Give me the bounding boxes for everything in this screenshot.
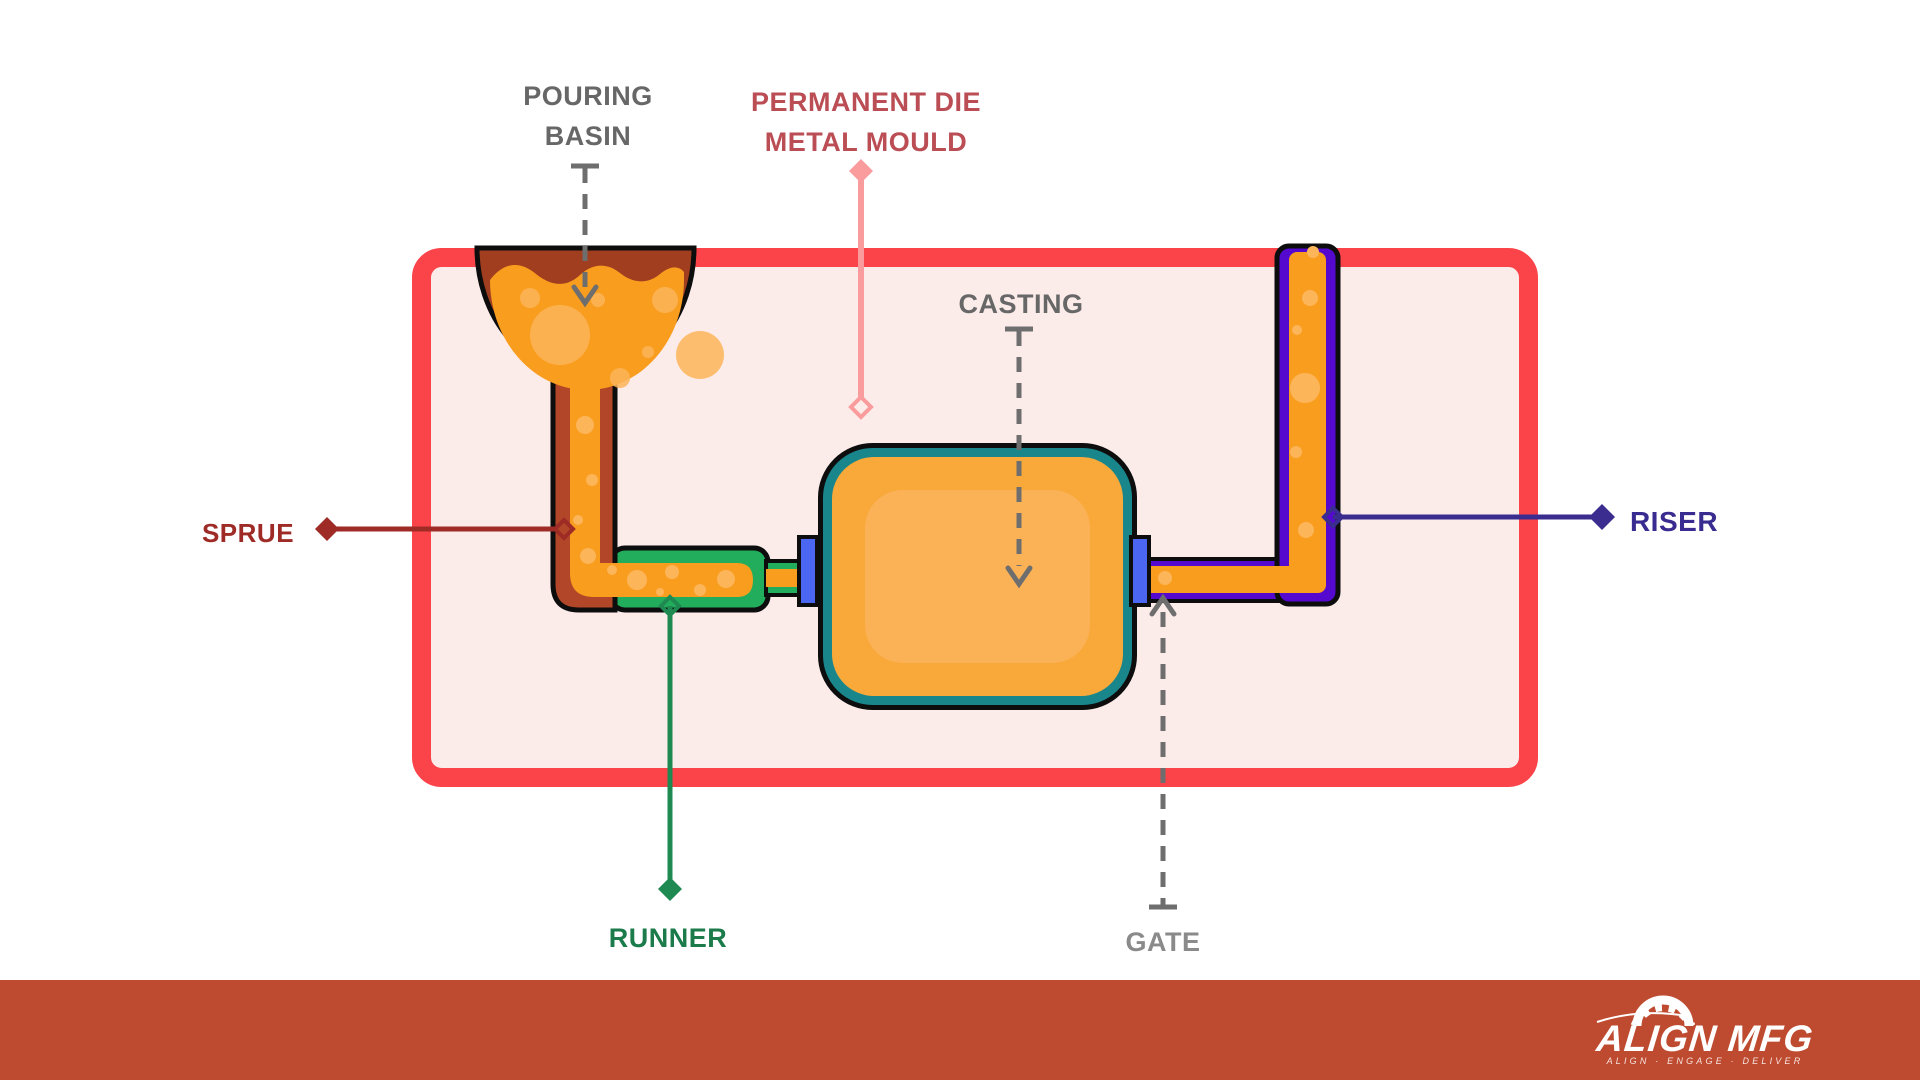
align-mfg-logo: ALIGN MFG ALIGN · ENGAGE · DELIVER xyxy=(1594,994,1816,1068)
runner-leader xyxy=(658,594,682,901)
molten-metal-riser xyxy=(1289,252,1326,593)
metal-bubbles-basin xyxy=(520,287,724,388)
pouring-basin-label: POURING BASIN xyxy=(523,76,653,156)
brand-tagline: ALIGN · ENGAGE · DELIVER xyxy=(1606,1056,1804,1066)
brand-name: ALIGN MFG xyxy=(1594,1018,1816,1059)
gate-left xyxy=(797,535,819,607)
permanent-mould-label-line1: PERMANENT DIE xyxy=(750,87,982,117)
molten-metal-riser-stub xyxy=(1147,566,1307,593)
casting-leader xyxy=(1005,326,1033,589)
footer-bar: ALIGN MFG ALIGN · ENGAGE · DELIVER xyxy=(0,980,1920,1080)
permanent-mould-label: PERMANENT DIE METAL MOULD xyxy=(751,82,981,162)
mould-leader xyxy=(848,159,874,420)
sprue-leader xyxy=(315,517,576,541)
metal-bubbles-riser xyxy=(1158,246,1320,585)
casting-label: CASTING xyxy=(958,289,1084,319)
gate-label: GATE xyxy=(1125,927,1201,957)
runner-label: RUNNER xyxy=(608,923,728,953)
sprue-label: SPRUE xyxy=(201,518,295,548)
gate-right xyxy=(1129,535,1151,607)
gate-leader xyxy=(1149,593,1177,910)
permanent-mould-label-line2: METAL MOULD xyxy=(764,127,968,157)
casting-metal-highlight xyxy=(865,490,1090,663)
pouring-basin-leader xyxy=(571,163,599,308)
gear-icon xyxy=(1596,995,1695,1026)
pouring-basin-label-line2: BASIN xyxy=(544,121,632,151)
metal-bubbles-runner xyxy=(573,416,735,596)
runner-gate-connector-metal xyxy=(766,569,806,587)
riser-label: RISER xyxy=(1629,506,1719,537)
riser-leader xyxy=(1321,504,1615,530)
pouring-basin-label-line1: POURING xyxy=(523,81,653,111)
